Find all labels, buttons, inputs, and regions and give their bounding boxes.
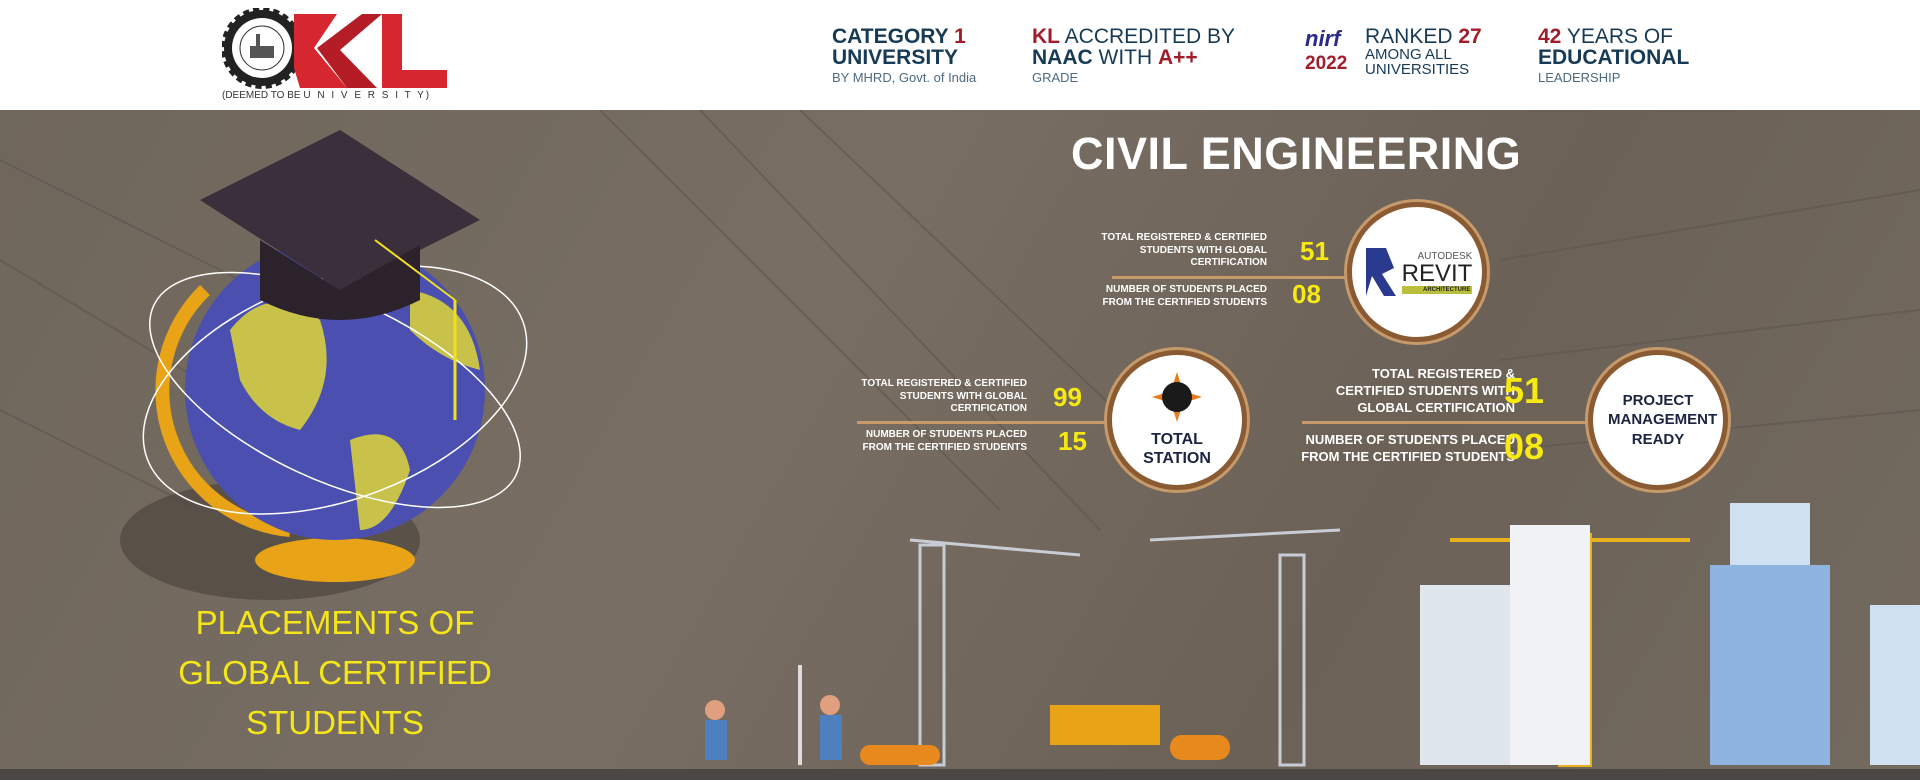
revit-name: REVIT [1401, 259, 1473, 287]
pm-name: PROJECT MANAGEMENT READY [1608, 391, 1718, 448]
globe-graduation-cap-icon [142, 130, 528, 582]
pm-placed-count: 08 [1504, 426, 1545, 467]
total-station-logo-icon [1152, 371, 1202, 422]
badge-text: AMONG ALL [1365, 46, 1452, 63]
revit-architecture: ARCHITECTURE [1401, 285, 1473, 294]
badge-naac: KL ACCREDITED BY NAAC WITH A++ GRADE [1032, 26, 1235, 84]
revit-placed-count: 08 [1292, 279, 1321, 309]
nirf-year: 2022 [1305, 53, 1348, 74]
badge-text: EDUCATIONAL [1538, 46, 1690, 69]
ts-registered-count: 99 [1053, 382, 1082, 412]
badge-text: 42 [1538, 25, 1562, 48]
logo-tagline-prefix: (DEEMED TO BE [222, 90, 301, 101]
placements-line-2: GLOBAL CERTIFIED STUDENTS [178, 654, 492, 741]
placements-heading: PLACEMENTS OF GLOBAL CERTIFIED STUDENTS [90, 598, 580, 748]
page-title: CIVIL ENGINEERING [1071, 128, 1522, 179]
badge-text: CATEGORY [832, 25, 955, 48]
ts-placed-label: NUMBER OF STUDENTS PLACED FROM THE CERTI… [862, 429, 1027, 453]
total-station-badge[interactable]: TOTAL STATION [1107, 350, 1247, 490]
badge-text: 1 [954, 25, 966, 48]
pm-registered-label: TOTAL REGISTERED & CERTIFIED STUDENTS WI… [1335, 366, 1515, 415]
header: (DEEMED TO BE U N I V E R S I T Y) CATEG… [0, 0, 1920, 110]
divider [857, 421, 1112, 424]
pm-placed-label: NUMBER OF STUDENTS PLACED FROM THE CERTI… [1301, 432, 1515, 464]
placements-line-1: PLACEMENTS OF [195, 604, 475, 641]
ground-strip [0, 769, 1920, 780]
revit-registered-label: TOTAL REGISTERED & CERTIFIED STUDENTS WI… [1101, 232, 1267, 268]
badge-category: CATEGORY 1 UNIVERSITY BY MHRD, Govt. of … [832, 26, 976, 84]
nirf-logo: nirf [1305, 26, 1341, 51]
logo-tagline-word: U N I V E R S I T Y) [303, 90, 432, 101]
badge-nirf: nirf 2022 RANKED 27 AMONG ALL UNIVERSITI… [1305, 26, 1482, 77]
badge-text: RANKED [1365, 25, 1459, 48]
badge-text: LEADERSHIP [1538, 70, 1621, 85]
kl-emblem-icon [221, 7, 447, 89]
badge-text: A++ [1158, 46, 1198, 69]
revit-autodesk: AUTODESK [1417, 250, 1473, 262]
divider [1302, 421, 1592, 424]
kl-logo[interactable]: (DEEMED TO BE U N I V E R S I T Y) [221, 7, 452, 104]
badge-text: BY MHRD, Govt. of India [832, 70, 977, 85]
badge-text: WITH [1092, 46, 1158, 69]
badge-years: 42 YEARS OF EDUCATIONAL LEADERSHIP [1538, 26, 1689, 84]
badge-text: GRADE [1032, 70, 1079, 85]
total-station-name: TOTAL STATION [1143, 430, 1211, 467]
ts-placed-count: 15 [1058, 426, 1087, 456]
badge-text: KL [1032, 25, 1060, 48]
divider [1112, 276, 1352, 279]
badge-text: YEARS OF [1561, 25, 1674, 48]
badge-text: UNIVERSITY [832, 46, 959, 69]
revit-placed-label: NUMBER OF STUDENTS PLACED FROM THE CERTI… [1102, 284, 1267, 308]
badge-text: NAAC [1032, 46, 1093, 69]
revit-registered-count: 51 [1300, 236, 1329, 266]
revit-badge[interactable]: AUTODESK REVIT ARCHITECTURE [1347, 202, 1487, 342]
project-management-badge[interactable]: PROJECT MANAGEMENT READY [1588, 350, 1728, 490]
badge-text: UNIVERSITIES [1365, 61, 1470, 78]
badge-text: ACCREDITED BY [1060, 25, 1236, 48]
construction-scene-illustration [705, 503, 1920, 767]
revit-logo-icon [1365, 248, 1396, 296]
ts-registered-label: TOTAL REGISTERED & CERTIFIED STUDENTS WI… [861, 378, 1027, 414]
pm-registered-count: 51 [1504, 370, 1545, 411]
badge-text: 27 [1458, 25, 1482, 48]
